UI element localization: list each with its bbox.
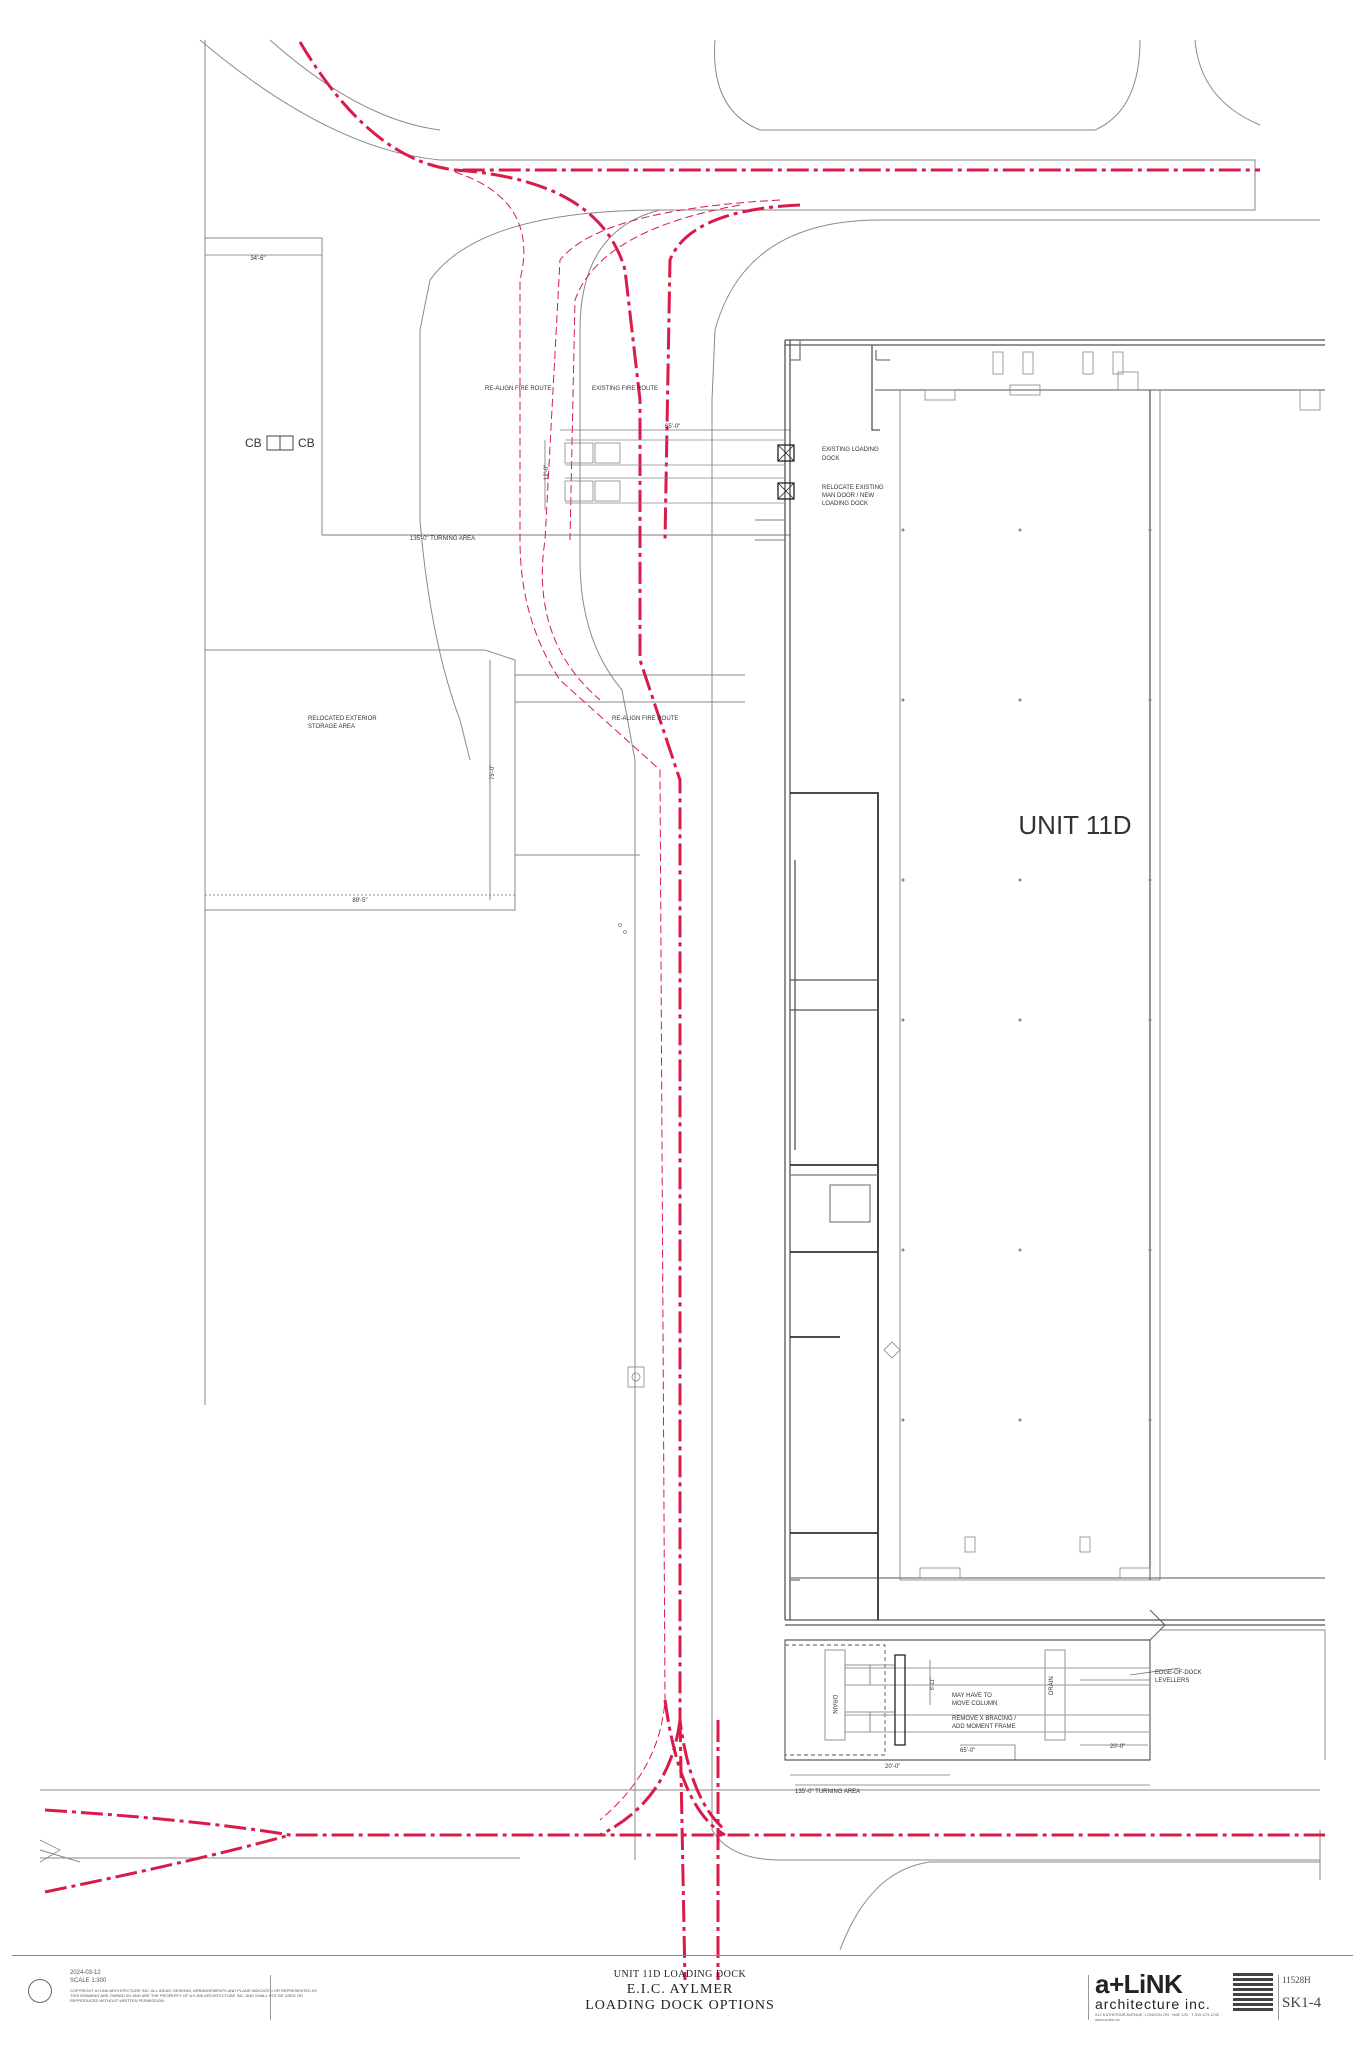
- cb-label-left: CB: [245, 436, 262, 450]
- firm-address: 512 KATHERINE AVENUE, LONDON ON · N6E 1J…: [1095, 2012, 1222, 2022]
- realign-fire-route-mid: RE-ALIGN FIRE ROUTE: [612, 716, 678, 722]
- fire-route-lines: [44, 41, 1325, 1981]
- storage-areas: [204, 40, 790, 1405]
- separator: [270, 1975, 271, 2020]
- title-line-3: LOADING DOCK OPTIONS: [585, 1998, 775, 2013]
- logo-bottom-text: architecture inc.: [1095, 1996, 1211, 2012]
- cb-label-right: CB: [298, 436, 315, 450]
- realign-fire-route-top: RE-ALIGN FIRE ROUTE: [485, 386, 551, 392]
- relocate-man-door-1: RELOCATE EXISTING: [822, 485, 884, 491]
- remove-x-bracing-2: ADD MOMENT FRAME: [952, 1724, 1016, 1730]
- column-grid: [901, 528, 1152, 1422]
- project-number: 11528H: [1282, 1975, 1311, 1985]
- sheet-info: 11528H SK1-4: [1282, 1975, 1321, 2012]
- dim-12: 12'-0": [544, 465, 550, 480]
- drawing-labels: 34'-6" CB CB RE-ALIGN FIRE ROUTE EXISTIN…: [245, 256, 1202, 1795]
- title-line-1: UNIT 11D LOADING DOCK: [613, 1969, 747, 1980]
- existing-loading-dock-1: EXISTING LOADING: [822, 447, 879, 453]
- copyright-text: COPYRIGHT A+LINK ARCHITECTURE INC. ALL I…: [70, 1988, 318, 2003]
- relocated-storage-1: RELOCATED EXTERIOR: [308, 716, 377, 722]
- separator: [1088, 1975, 1089, 2020]
- relocate-man-door-3: LOADING DOCK: [822, 501, 868, 507]
- new-loading-dock: [784, 1609, 1326, 1761]
- may-have-to-move-2: MOVE COLUMN: [952, 1701, 997, 1707]
- dim-20-left: 20'-0": [885, 1764, 900, 1770]
- catch-basin-box: [266, 435, 294, 451]
- roof-units: [919, 351, 1321, 1579]
- firm-logo: a+LiNK architecture inc. 512 KATHERINE A…: [1095, 1969, 1230, 2029]
- sheet-number: SK1-4: [1282, 1995, 1322, 2011]
- may-have-to-move-1: MAY HAVE TO: [952, 1693, 992, 1699]
- title-line-2: E.I.C. AYLMER: [626, 1982, 734, 1997]
- architect-seal-icon: [28, 1979, 52, 2003]
- existing-fire-route: EXISTING FIRE ROUTE: [592, 386, 658, 392]
- remove-x-bracing-1: REMOVE X BRACING /: [952, 1716, 1016, 1722]
- title-block-divider: [12, 1955, 1353, 1956]
- edge-of-dock-2: LEVELLERS: [1155, 1678, 1189, 1684]
- edge-of-dock-1: EDGE-OF-DOCK: [1155, 1670, 1202, 1676]
- relocated-storage-2: STORAGE AREA: [308, 724, 355, 730]
- scale-text: SCALE 1:300: [70, 1978, 107, 1984]
- drain-left: DRAIN: [831, 1695, 837, 1714]
- drain-right: DRAIN: [1049, 1676, 1055, 1695]
- road-edges: [39, 39, 1321, 1951]
- dim-20-right: 20'-0": [1110, 1744, 1125, 1750]
- building-outline: [784, 339, 1325, 1626]
- qr-code-icon: [1233, 1971, 1273, 2011]
- site-markers: [39, 923, 901, 1863]
- dimension-lines: [205, 254, 1181, 1786]
- dim-65-top: 65'-0": [665, 424, 680, 430]
- date-text: 2024-03-12: [70, 1970, 101, 1976]
- drawing-title: UNIT 11D LOADING DOCK E.I.C. AYLMER LOAD…: [480, 1969, 880, 2014]
- dim-75: 75'-0": [490, 765, 496, 780]
- relocate-man-door-2: MAN DOOR / NEW: [822, 493, 874, 499]
- existing-trucks: [564, 439, 795, 541]
- turning-area-top: 135'-0" TURNING AREA: [410, 536, 475, 542]
- logo-top-text: a+LiNK: [1095, 1969, 1183, 1999]
- title-block-notes: 2024-03-12 SCALE 1:300 COPYRIGHT A+LINK …: [70, 1969, 320, 2003]
- separator: [1278, 1975, 1279, 2020]
- dim-65-bottom: 65'-0": [960, 1748, 975, 1754]
- dim-34-6: 34'-6": [250, 256, 265, 262]
- dim-8-11: 8'-11": [930, 1677, 936, 1690]
- existing-loading-dock-2: DOCK: [822, 456, 839, 462]
- unit-name: UNIT 11D: [1018, 810, 1131, 840]
- turning-area-bottom: 135'-0" TURNING AREA: [795, 1789, 860, 1795]
- dim-89-5: 89'-5": [352, 898, 367, 904]
- title-block: 2024-03-12 SCALE 1:300 COPYRIGHT A+LINK …: [0, 1955, 1365, 2048]
